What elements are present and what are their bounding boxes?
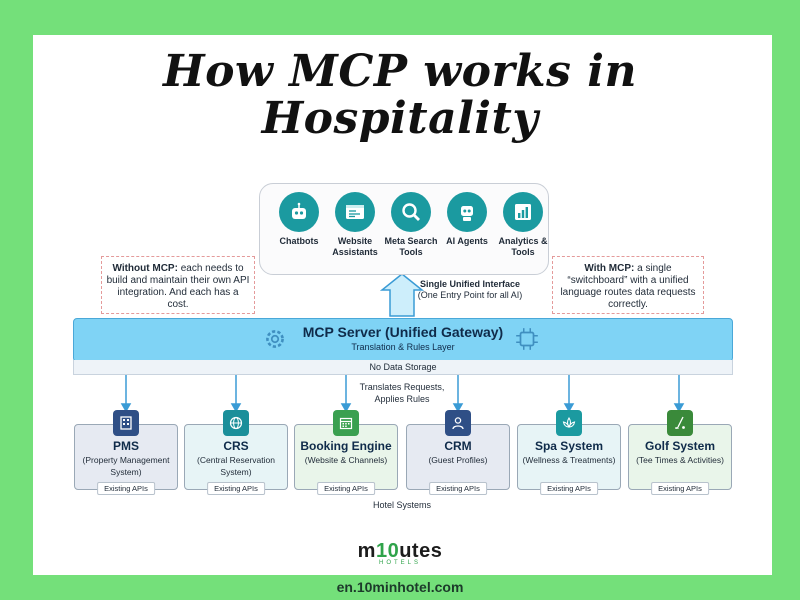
note-without-mcp: Without MCP: each needs to build and mai… xyxy=(101,256,255,314)
existing-apis-badge: Existing APIs xyxy=(540,482,598,495)
client-analytics-tools: Analytics & Tools xyxy=(494,192,552,258)
robot-icon xyxy=(279,192,319,232)
translates-label: Translates Requests, Applies Rules xyxy=(359,382,445,404)
brand-logo: m10utes HOTELS xyxy=(357,540,443,566)
robot-icon xyxy=(447,192,487,232)
gear-icon xyxy=(266,330,284,348)
globe-icon xyxy=(223,410,249,436)
client-website-assistants: Website Assistants xyxy=(326,192,384,258)
lotus-icon xyxy=(556,410,582,436)
client-ai-agents: AI Agents xyxy=(438,192,496,247)
existing-apis-badge: Existing APIs xyxy=(651,482,709,495)
mcp-diagram: Chatbots Website Assistants Meta Search … xyxy=(64,178,740,518)
system-booking-engine: Booking Engine (Website & Channels) Exis… xyxy=(294,424,398,495)
existing-apis-badge: Existing APIs xyxy=(97,482,155,495)
title-line-2: Hospitality xyxy=(261,93,539,144)
hotel-systems-label: Hotel Systems xyxy=(372,500,432,510)
mcp-server-bar: MCP Server (Unified Gateway) Translation… xyxy=(73,318,733,362)
bar-chart-icon xyxy=(503,192,543,232)
single-unified-interface: Single Unified Interface (One Entry Poin… xyxy=(417,279,523,300)
connectors xyxy=(120,273,685,413)
system-crs: CRS (Central Reservation System) Existin… xyxy=(184,424,288,495)
no-data-storage-bar: No Data Storage xyxy=(73,360,733,375)
magnifier-icon xyxy=(391,192,431,232)
note-with-mcp: With MCP: a single “switchboard” with a … xyxy=(552,256,704,314)
system-arrows xyxy=(120,374,685,413)
title-line-1: How MCP works in xyxy=(163,46,637,97)
browser-icon xyxy=(335,192,375,232)
page-title: How MCP works in Hospitality xyxy=(0,48,800,142)
unified-interface-arrow xyxy=(379,273,425,317)
chip-icon xyxy=(516,328,538,350)
person-icon xyxy=(445,410,471,436)
existing-apis-badge: Existing APIs xyxy=(207,482,265,495)
client-chatbots: Chatbots xyxy=(270,192,328,247)
existing-apis-badge: Existing APIs xyxy=(317,482,375,495)
website-url[interactable]: en.10minhotel.com xyxy=(336,579,464,595)
calendar-icon xyxy=(333,410,359,436)
existing-apis-badge: Existing APIs xyxy=(429,482,487,495)
building-icon xyxy=(113,410,139,436)
golf-club-icon xyxy=(667,410,693,436)
client-meta-search-tools: Meta Search Tools xyxy=(382,192,440,258)
ai-clients-box: Chatbots Website Assistants Meta Search … xyxy=(259,183,549,275)
